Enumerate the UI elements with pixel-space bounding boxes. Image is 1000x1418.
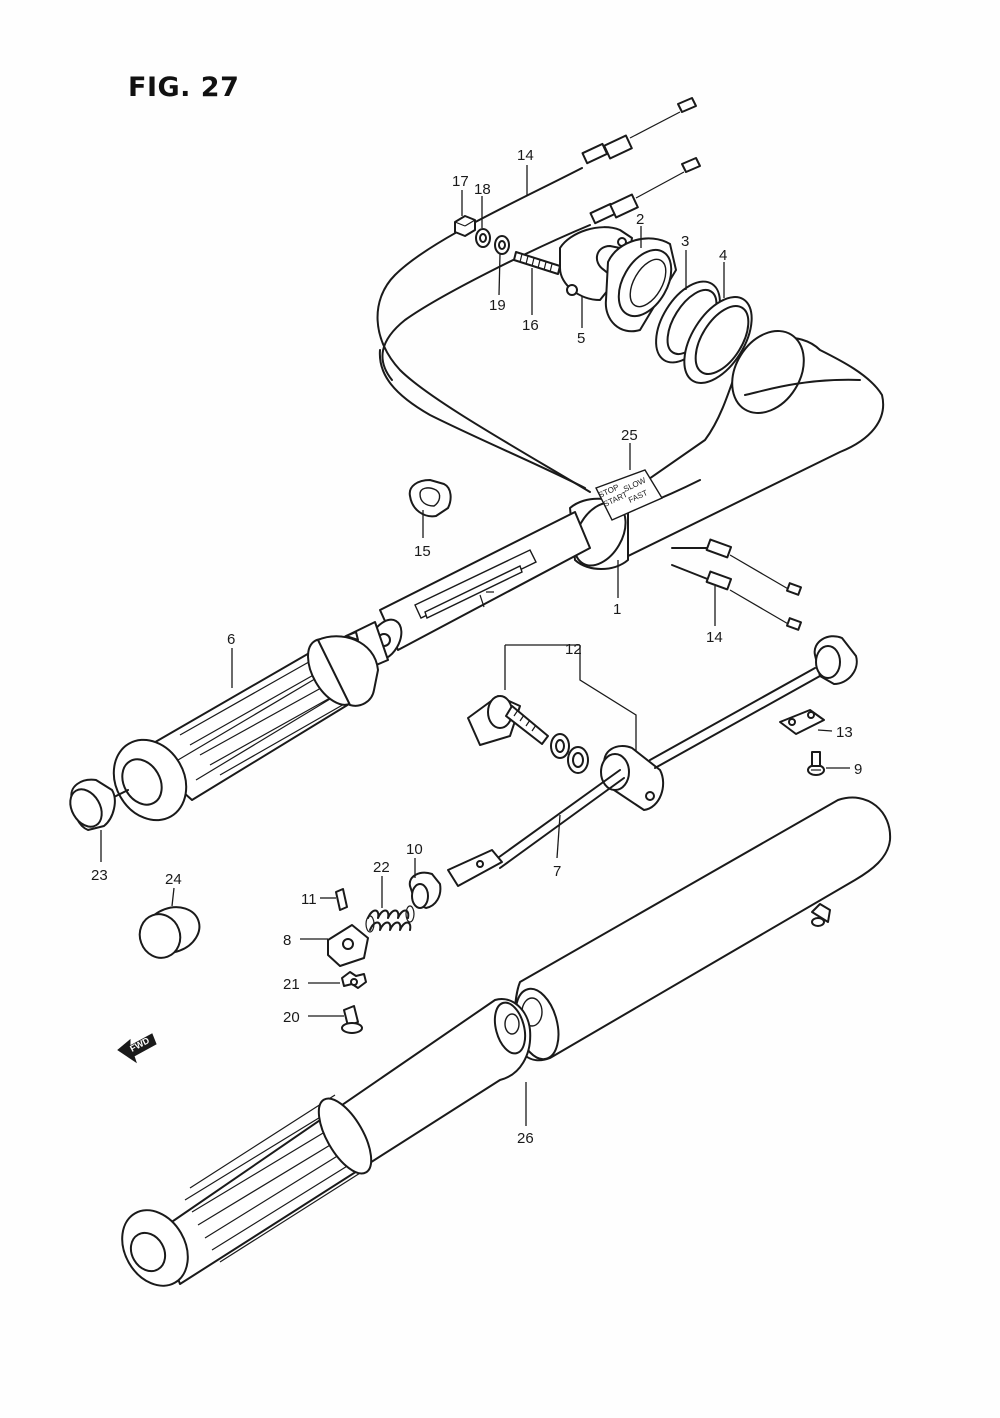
callout-4: 4	[719, 247, 727, 264]
callout-16: 16	[522, 317, 539, 334]
clip-13	[779, 709, 825, 735]
callout-8: 8	[283, 932, 291, 949]
plug-24	[138, 906, 201, 959]
callout-18: 18	[474, 181, 491, 198]
callout-20: 20	[283, 1009, 300, 1026]
screw-9	[807, 751, 825, 776]
callout-26: 26	[517, 1130, 534, 1147]
tiller-handle-1: STOP START SLOW FAST	[569, 330, 885, 570]
callout-labels: 14 17 18 19 16 5 2 3 4 25 15 1 14 6 12 1…	[91, 147, 862, 1147]
washer-18	[475, 228, 491, 248]
callout-6: 6	[227, 631, 235, 648]
grommet-15	[408, 479, 452, 518]
throttle-cable-lower	[671, 538, 803, 631]
leader-lines	[100, 165, 850, 1126]
callout-12: 12	[565, 641, 582, 658]
screw-20	[341, 1005, 363, 1034]
throttle-grip-6	[112, 635, 379, 822]
friction-block-8	[327, 924, 369, 967]
callout-23: 23	[91, 867, 108, 884]
callout-9: 9	[854, 761, 862, 778]
callout-5: 5	[577, 330, 585, 347]
callout-19: 19	[489, 297, 506, 314]
callout-25: 25	[621, 427, 638, 444]
bracket-assembly-12	[467, 644, 665, 811]
callout-17: 17	[452, 173, 469, 190]
callout-1: 1	[613, 601, 621, 618]
callout-11: 11	[301, 891, 317, 908]
callout-14-lower: 14	[706, 629, 723, 646]
lock-washer-21	[341, 971, 367, 989]
callout-13: 13	[836, 724, 853, 741]
stud-bolt-16	[513, 251, 561, 275]
callout-7: 7	[553, 863, 561, 880]
callout-22: 22	[373, 859, 390, 876]
cap-10	[408, 871, 442, 909]
callout-10: 10	[406, 841, 423, 858]
spring-22	[365, 905, 415, 933]
extension-handle-26	[121, 796, 892, 1287]
tiller-inner-shaft	[337, 511, 591, 677]
throttle-rod-7	[447, 635, 858, 887]
callout-21: 21	[283, 976, 300, 993]
ring-4	[683, 296, 753, 384]
throttle-cable-upper	[376, 97, 701, 493]
callout-14-upper: 14	[517, 147, 534, 164]
pin-11	[335, 888, 348, 911]
callout-2: 2	[636, 211, 644, 228]
figure-title: FIG. 27	[128, 72, 240, 103]
friction-knob-23	[69, 778, 129, 831]
washer-19	[494, 235, 510, 255]
forward-direction-arrow: FWD	[117, 1033, 157, 1064]
callout-3: 3	[681, 233, 689, 250]
nut-17	[454, 215, 476, 237]
callout-15: 15	[414, 543, 431, 560]
collar-2	[604, 237, 677, 333]
callout-24: 24	[165, 871, 182, 888]
